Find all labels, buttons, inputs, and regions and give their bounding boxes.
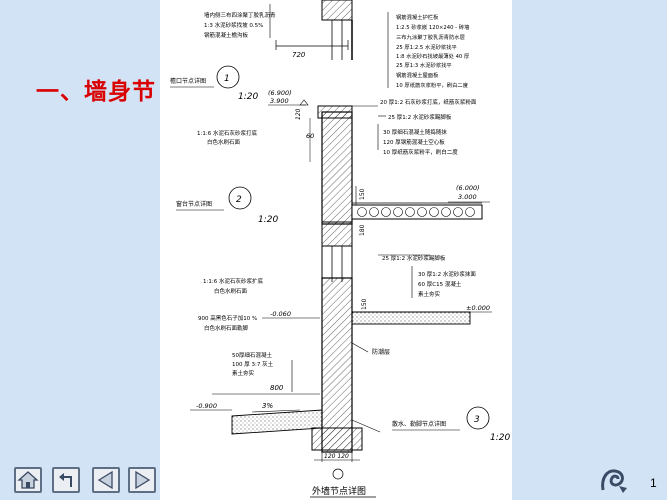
svg-text:3: 3 [474, 415, 480, 425]
home-icon [17, 471, 39, 489]
note-line: 1:3 水泥砂浆找坡 0.5% [204, 21, 263, 29]
note-25-skirt: 25 厚1:2 水泥砂浆踢脚板 [388, 113, 452, 121]
apron [231, 409, 323, 435]
note-116-line1: 1:1:6 水泥石灰砂浆打底 [197, 129, 257, 137]
svg-text:2: 2 [236, 195, 242, 205]
note-60-floor: 60 厚C15 混凝土 [418, 280, 462, 288]
dim-120: 120 [295, 108, 302, 120]
note-line: 钢筋混凝土檐沟板 [204, 31, 249, 39]
svg-text:1:20: 1:20 [490, 433, 510, 443]
note-line: 1:2.5 砂浆嵌 120×240 - 砖墙 [396, 23, 470, 31]
detail-2-marker [228, 186, 252, 210]
note-10: 10 厚纸筋灰浆粉平，刷白二度 [383, 148, 458, 156]
wall-detail-drawing: 720 墙内侧三布四涂聚丁胶乳沥青 1:3 水泥砂浆找坡 0.5% 钢筋混凝土檐… [160, 0, 512, 500]
note-25-floor: 25 厚1:2 水泥砂浆踢脚板 [382, 254, 446, 262]
note-dpc: 防潮层 [372, 348, 390, 356]
note-50-line1: 50厚细石混凝土 [232, 351, 272, 359]
home-button[interactable] [14, 467, 42, 493]
note-20-paint: 20 厚1:2 石灰砂浆打底，纸筋灰浆粉面 [380, 98, 477, 106]
exterior-wall-lower [321, 277, 353, 453]
drawing-caption: 外墙节点详图 [312, 485, 366, 497]
svg-text:散水、勒脚节点详图: 散水、勒脚节点详图 [392, 420, 446, 428]
svg-text:窗台节点详图: 窗台节点详图 [176, 200, 212, 208]
note-soil1: 素土夯实 [418, 290, 441, 298]
note-50-line3: 素土夯实 [232, 369, 255, 377]
elev-6000: (6.000) [456, 184, 480, 192]
svg-text:1:20: 1:20 [258, 215, 278, 225]
top-left-notes: 墙内侧三布四涂聚丁胶乳沥青 1:3 水泥砂浆找坡 0.5% 钢筋混凝土檐沟板 [204, 4, 276, 39]
ground-floor-slab [351, 311, 471, 325]
exterior-wall-upper [321, 111, 353, 225]
note-30: 30 厚细石混凝土随捣随抹 [383, 128, 447, 136]
dim-150b: 150 [361, 298, 368, 310]
note-120-slab: 120 厚钢筋混凝土空心板 [383, 138, 445, 146]
hollow-core-slab [351, 204, 483, 220]
slide-title: 一、墙身节 [36, 79, 156, 105]
note-line: 钢筋混凝土护栏板 [396, 13, 439, 21]
triangle-left-icon [97, 470, 113, 490]
foundation [311, 427, 363, 451]
note-line: 25 厚1:2.5 水泥砂浆找平 [396, 43, 457, 51]
note-116b-line1: 1:1:6 水泥石灰砂浆扩底 [203, 277, 263, 285]
left-side-panel [0, 0, 160, 500]
svg-text:1: 1 [224, 74, 230, 84]
return-button[interactable] [52, 467, 80, 493]
note-30-floor: 30 厚1:2 水泥砂浆抹面 [418, 270, 476, 278]
svg-text:檐口节点详图: 檐口节点详图 [170, 77, 206, 85]
triangle-right-icon [135, 470, 151, 490]
next-button[interactable] [128, 467, 156, 493]
previous-button[interactable] [92, 467, 120, 493]
elev-3000: 3.000 [458, 193, 477, 201]
detail-1-label: 檐口节点详图 1 1:20 [170, 65, 258, 102]
dim-bottom: 120 120 [324, 453, 349, 460]
note-116-line2: 白色水刷石面 [207, 138, 241, 146]
svg-text:1:20: 1:20 [238, 92, 258, 102]
elev-m0060: -0.060 [270, 310, 291, 318]
note-900-line1: 900 高黑色石子加10 % [198, 314, 257, 322]
note-900-line2: 白色水刷石面勒脚 [204, 324, 249, 332]
dim-800: 800 [270, 384, 284, 392]
note-line: 三布九涂聚丁胶乳沥青防水层 [396, 33, 465, 41]
note-116b-line2: 白色水刷石面 [214, 287, 248, 295]
note-line: 钢筋混凝土屋面板 [396, 71, 439, 79]
note-line: 10 厚纸筋灰浆粉平，刷白二度 [396, 81, 469, 89]
page-number: 1 [650, 476, 657, 490]
note-line: 25 厚1:3 水泥砂浆找平 [396, 61, 452, 69]
elev-0000: ±0.000 [466, 304, 490, 312]
dim-720: 720 [292, 51, 306, 59]
return-icon [59, 473, 72, 487]
parapet-wall [321, 0, 353, 21]
detail-2-label: 窗台节点详图 2 1:20 [176, 186, 278, 225]
detail-3-label: 散水、勒脚节点详图 3 1:20 [392, 406, 510, 443]
dim-60: 60 [306, 132, 314, 140]
note-line: 墙内侧三布四涂聚丁胶乳沥青 [204, 11, 276, 19]
elev-6900: (6.900) [268, 89, 292, 97]
elev-m0900: -0.900 [196, 402, 217, 410]
detail-3-marker [466, 406, 490, 430]
dim-180: 180 [359, 224, 366, 236]
right-side-panel [512, 0, 667, 500]
elev-3900: 3.900 [270, 97, 289, 105]
detail-1-marker [216, 65, 240, 89]
dim-150a: 150 [359, 188, 366, 200]
slope-3: 3% [262, 402, 273, 410]
construction-drawing: 720 墙内侧三布四涂聚丁胶乳沥青 1:3 水泥砂浆找坡 0.5% 钢筋混凝土檐… [170, 0, 510, 498]
note-line: 1:8 水泥砂石找坡最薄处 40 厚 [396, 52, 470, 60]
top-right-notes: 钢筋混凝土护栏板 1:2.5 砂浆嵌 120×240 - 砖墙 三布九涂聚丁胶乳… [387, 12, 470, 89]
note-50-line2: 100 厚 3:7 灰土 [232, 360, 274, 368]
beam [321, 221, 353, 247]
spiral-end-icon [601, 469, 627, 493]
end-show-button[interactable] [597, 466, 631, 494]
